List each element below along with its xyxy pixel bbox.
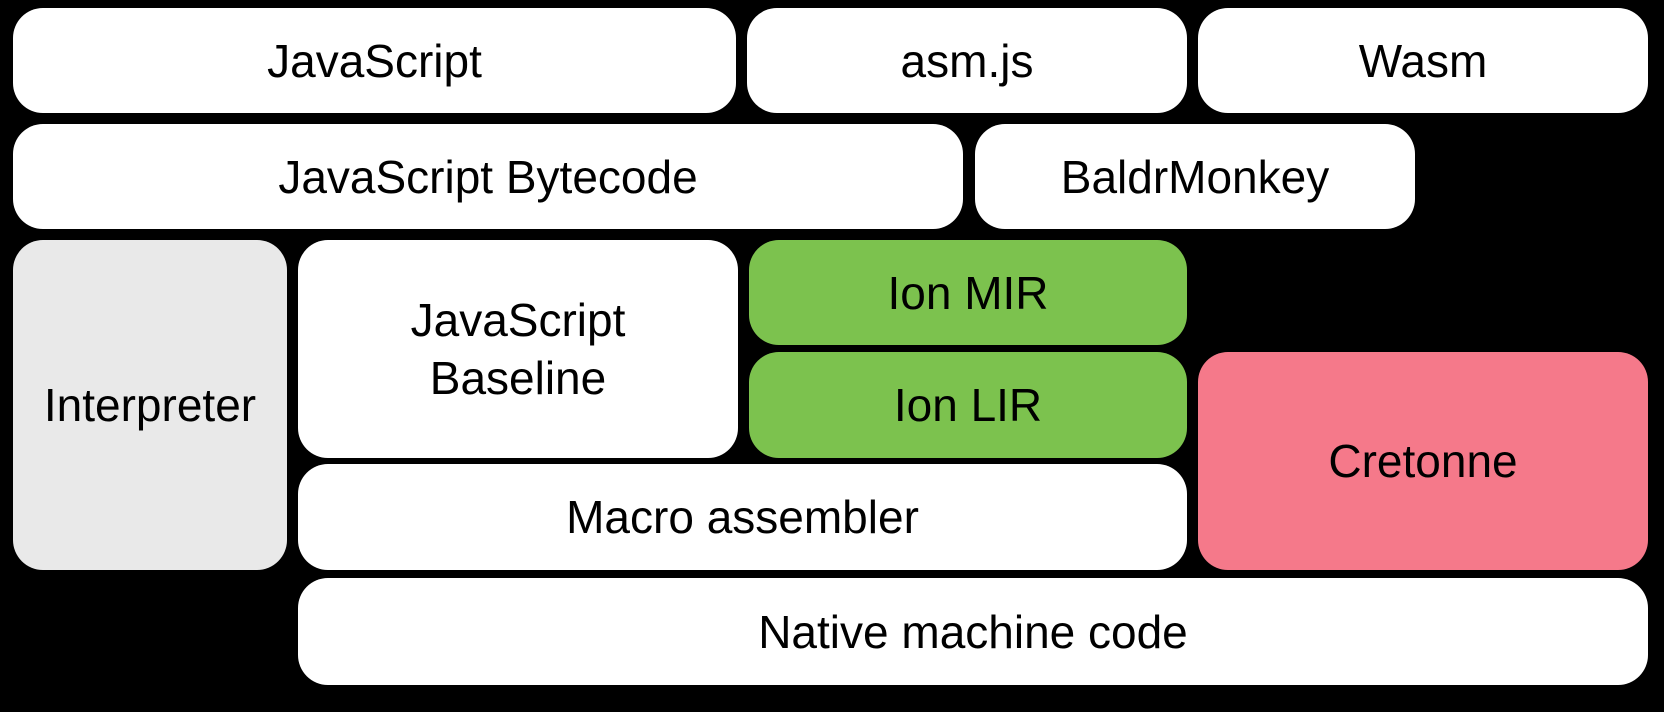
box-macro-assembler: Macro assembler [298, 464, 1187, 570]
box-ion-mir: Ion MIR [749, 240, 1187, 345]
box-javascript-baseline: JavaScript Baseline [298, 240, 738, 458]
box-ion-lir: Ion LIR [749, 352, 1187, 458]
box-native-machine-code: Native machine code [298, 578, 1648, 685]
box-javascript-bytecode: JavaScript Bytecode [13, 124, 963, 229]
box-interpreter: Interpreter [13, 240, 287, 570]
box-cretonne: Cretonne [1198, 352, 1648, 570]
box-asmjs: asm.js [747, 8, 1187, 113]
box-wasm: Wasm [1198, 8, 1648, 113]
box-javascript: JavaScript [13, 8, 736, 113]
box-baldrmonkey: BaldrMonkey [975, 124, 1415, 229]
